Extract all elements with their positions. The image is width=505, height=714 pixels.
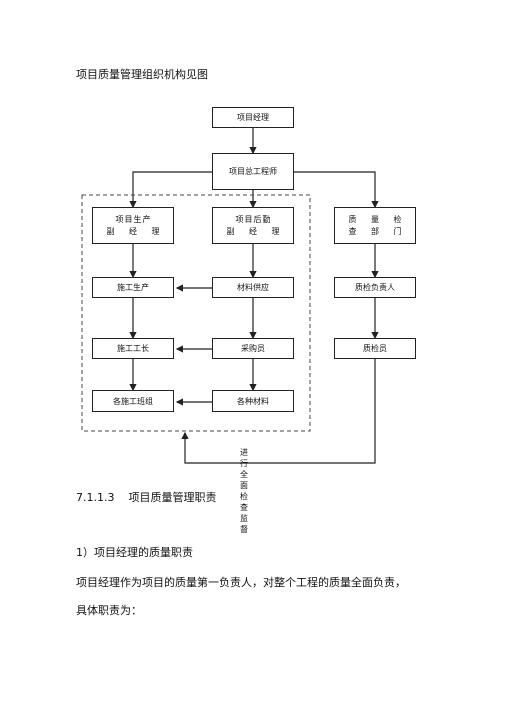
arrow-chief-qc bbox=[294, 171, 379, 209]
box-material-supply: 材料供应 bbox=[212, 277, 294, 298]
deputy-production-line2: 副 经 理 bbox=[106, 227, 166, 237]
box-foreman: 施工工长 bbox=[92, 338, 174, 359]
box-construction-production: 施工生产 bbox=[92, 277, 174, 298]
deputy-production-line1: 项目生产 bbox=[115, 214, 152, 224]
section-title: 7.1.1.3 项目质量管理职责 bbox=[76, 489, 216, 505]
qc-department-line1: 质 量 检 bbox=[348, 214, 408, 224]
section-title-text: 项目质量管理职责 bbox=[128, 491, 217, 504]
box-project-manager: 项目经理 bbox=[212, 107, 294, 128]
deputy-logistics-line2: 副 经 理 bbox=[226, 227, 286, 237]
deputy-logistics-line1: 项目后勤 bbox=[235, 214, 272, 224]
feedback-note: 进行全面检查监督 bbox=[240, 448, 248, 534]
arrow-chief-production bbox=[129, 171, 212, 209]
paragraph-line-2: 具体职责为： bbox=[76, 604, 142, 617]
box-deputy-logistics: 项目后勤 副 经 理 bbox=[212, 207, 294, 244]
box-inspector: 质检员 bbox=[334, 338, 416, 359]
box-purchaser: 采购员 bbox=[212, 338, 294, 359]
box-qc-department: 质 量 检 查 部 门 bbox=[334, 207, 416, 244]
box-deputy-production: 项目生产 副 经 理 bbox=[92, 207, 174, 244]
box-work-teams: 各施工班组 bbox=[92, 390, 174, 412]
arrow-feedback-loop bbox=[181, 359, 376, 464]
subsection-heading: 1）项目经理的质量职责 bbox=[76, 546, 193, 559]
box-qc-lead: 质检负责人 bbox=[334, 277, 416, 298]
page-heading: 项目质量管理组织机构见图 bbox=[76, 68, 208, 81]
paragraph-line-1: 项目经理作为项目的质量第一负责人，对整个工程的质量全面负责， bbox=[76, 576, 406, 589]
box-materials: 各种材料 bbox=[212, 390, 294, 412]
section-number: 7.1.1.3 bbox=[76, 491, 115, 504]
box-chief-engineer: 项目总工程师 bbox=[212, 153, 294, 190]
dashed-group-border bbox=[81, 194, 311, 432]
qc-department-line2: 查 部 门 bbox=[348, 227, 408, 237]
